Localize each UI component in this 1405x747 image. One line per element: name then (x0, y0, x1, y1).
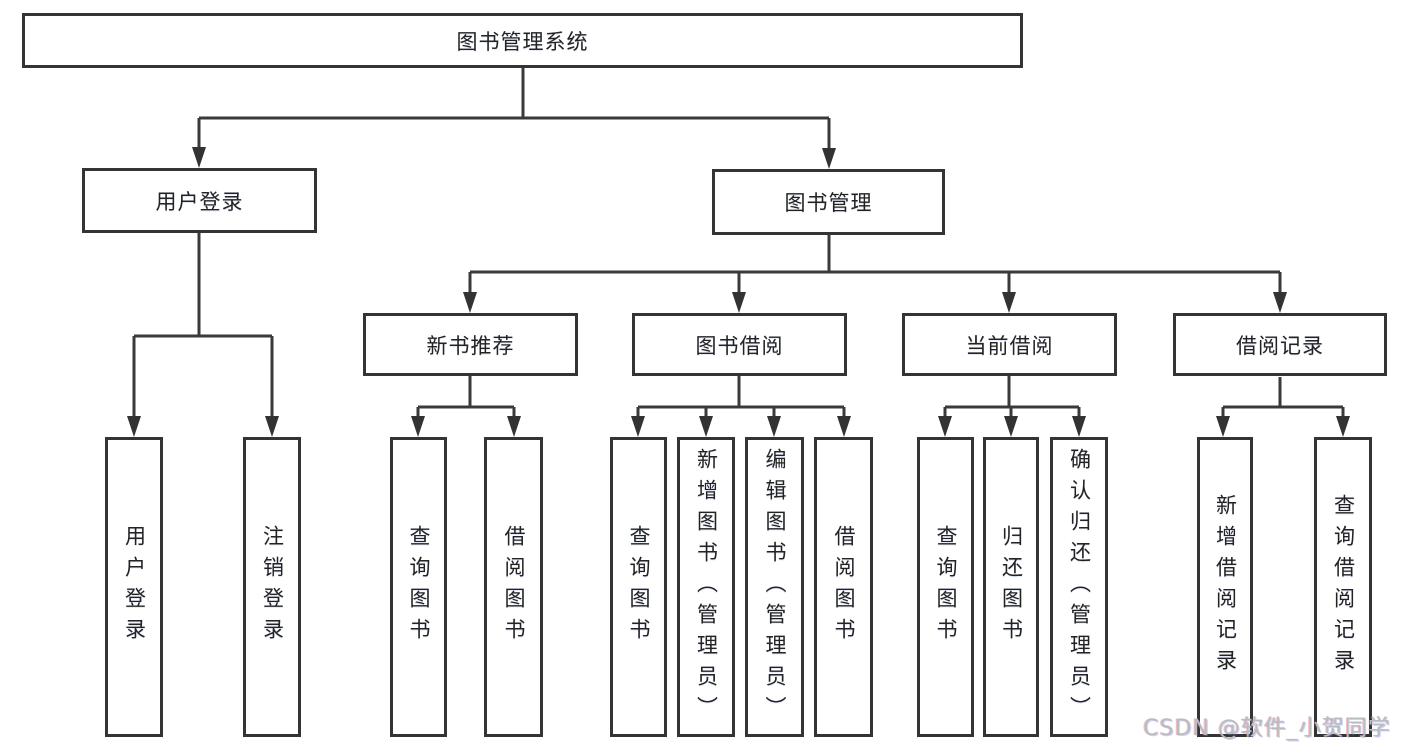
node-borrowing-records: 借阅记录 (1173, 313, 1387, 376)
leaf-query-books: 查询图书 (390, 437, 447, 737)
leaf-confirm-return-admin: 确认归还（管理员） (1050, 437, 1108, 737)
node-book-management: 图书管理 (712, 169, 945, 235)
node-user-login: 用户登录 (82, 168, 317, 233)
node-new-book-recommendation: 新书推荐 (363, 313, 578, 376)
csdn-watermark: CSDN @软件_小贺同学 (1143, 716, 1391, 741)
leaf-add-books-admin: 新增图书（管理员） (677, 437, 735, 737)
leaf-return-books: 归还图书 (983, 437, 1039, 737)
node-book-borrowing: 图书借阅 (632, 313, 847, 376)
leaf-query-books: 查询图书 (917, 437, 974, 737)
arrowheads (127, 147, 1350, 437)
leaf-add-borrow-record: 新增借阅记录 (1197, 437, 1253, 737)
leaf-query-borrow-record: 查询借阅记录 (1314, 437, 1372, 737)
node-current-borrowing: 当前借阅 (902, 313, 1117, 376)
leaf-user-login: 用户登录 (105, 437, 163, 737)
leaf-edit-books-admin: 编辑图书（管理员） (745, 437, 804, 737)
leaf-logout: 注销登录 (243, 437, 301, 737)
leaf-borrow-books: 借阅图书 (484, 437, 543, 737)
node-library-management-system: 图书管理系统 (22, 13, 1023, 68)
leaf-query-books: 查询图书 (610, 437, 667, 737)
leaf-borrow-books: 借阅图书 (814, 437, 873, 737)
